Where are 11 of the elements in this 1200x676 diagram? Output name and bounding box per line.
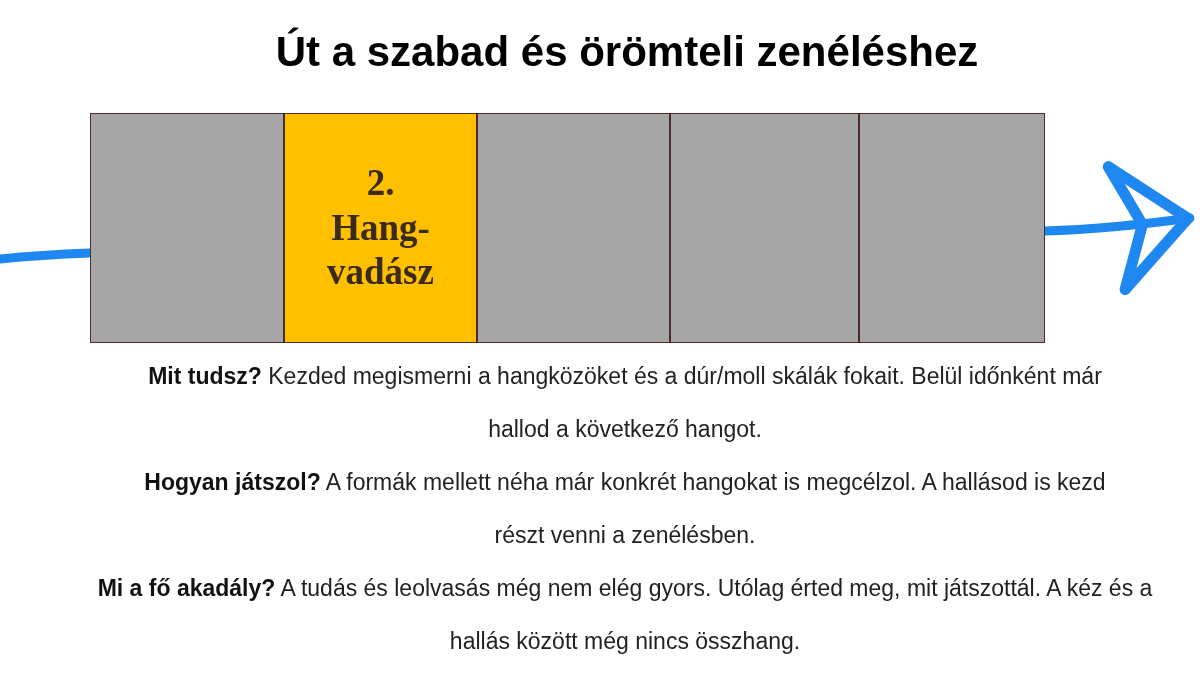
description-text: Mit tudsz? Kezded megismerni a hangközöket és a dúr/moll skálák fokait. Belül időnként már hallod a következő hangot. [147,362,1103,444]
description-text: Mi a fő akadály? A tudás és leolvasás még nem elég gyors. Utólag érted meg, mit játszottál. A kéz és a hallás között még nincs összhang. [96,574,1154,656]
stage-name: Hang-vadász [326,205,435,295]
stage-number: 2. [366,161,395,206]
description-text: Hogyan játszol? A formák mellett néha már konkrét hangokat is megcélzol. A hallásod is kezd részt venni a zenélésben. [143,468,1107,550]
stage-box [90,113,284,343]
stage-box [284,113,477,343]
stage-box [670,113,859,343]
stage-box [477,113,670,343]
title: Út a szabad és örömteli zenéléshez [274,28,980,76]
stage-box [859,113,1045,343]
